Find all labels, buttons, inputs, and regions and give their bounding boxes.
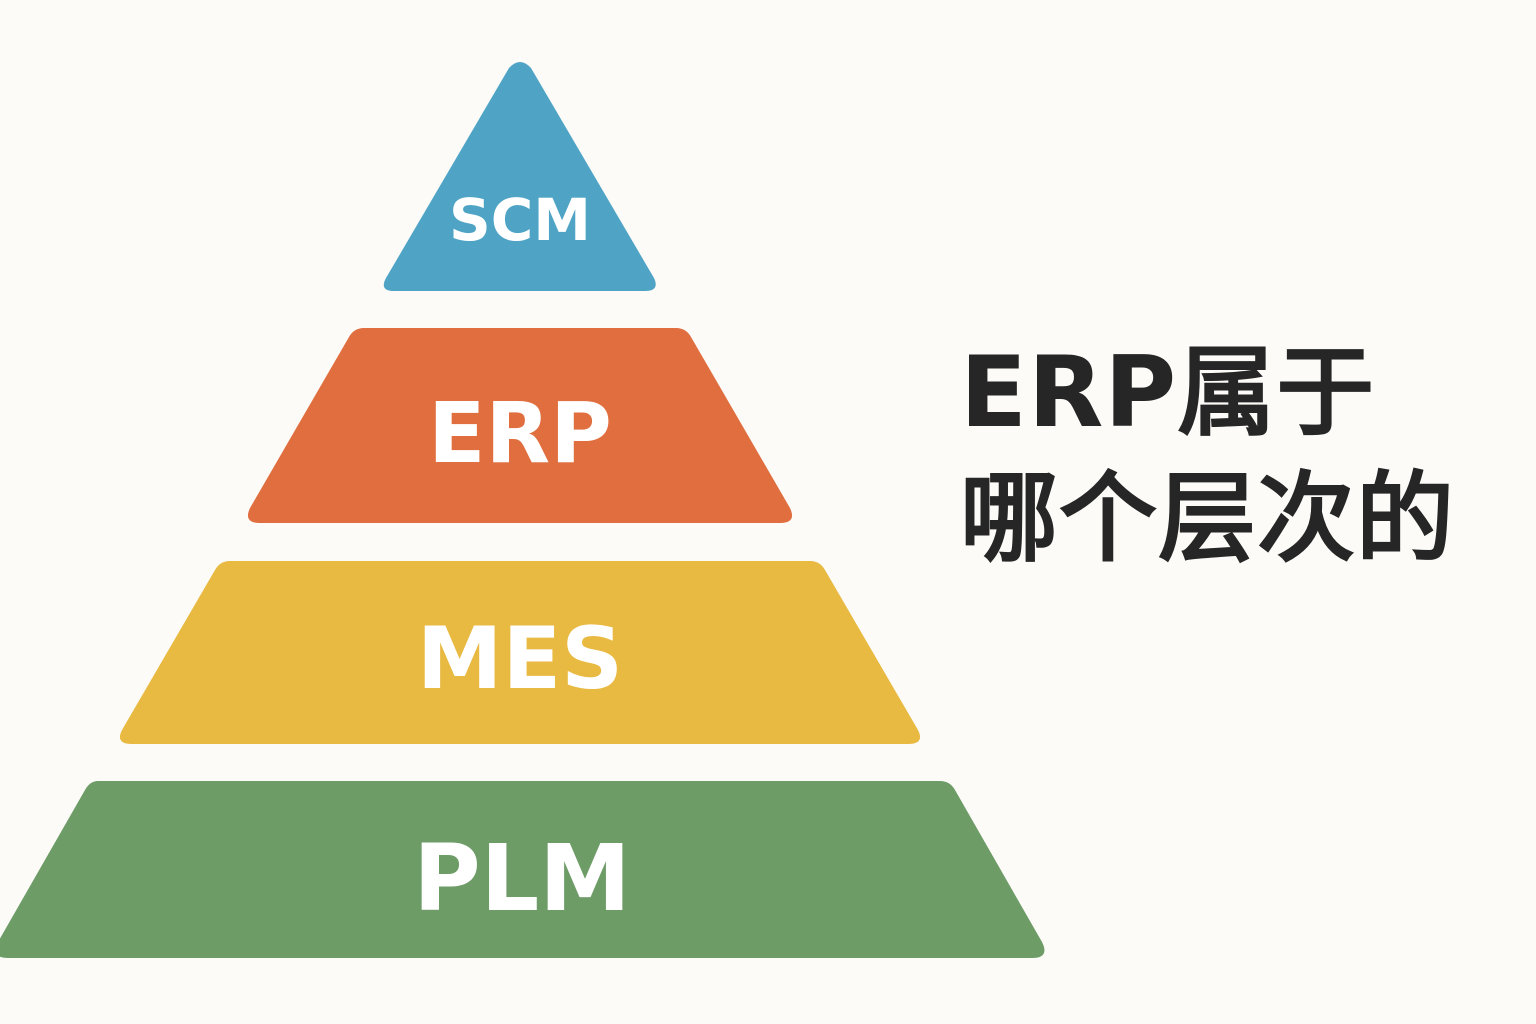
question-line-1: ERP属于 [960,336,1376,450]
pyramid-layer-scm: SCM [383,62,656,291]
pyramid-layer-plm: PLM [0,781,1045,958]
question-heading: ERP属于 哪个层次的 [960,330,1520,582]
mes-label: MES [417,609,623,709]
plm-label: PLM [413,825,631,932]
scm-triangle [383,62,656,291]
mes-band [119,561,921,744]
pyramid-layer-erp: ERP [247,328,793,523]
question-line-2: 哪个层次的 [960,462,1456,576]
erp-label: ERP [428,384,612,482]
plm-band [0,781,1045,958]
erp-band [247,328,793,523]
pyramid-layer-mes: MES [119,561,921,744]
scm-label: SCM [449,186,591,254]
pyramid-diagram: SCM ERP MES PLM [0,62,1045,958]
